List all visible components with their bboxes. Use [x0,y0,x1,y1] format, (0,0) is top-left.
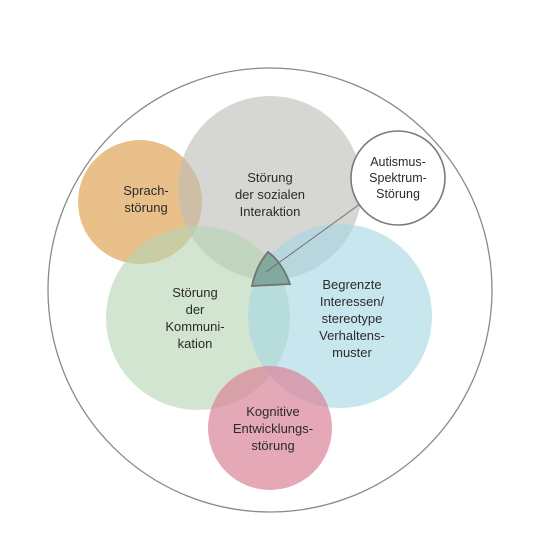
circle-begrenzte-interessen [248,224,432,408]
label-kommunikation: Störung der Kommuni- kation [165,285,225,351]
label-kognitive-entwicklungsstoerung: Kognitive Entwicklungs- störung [232,404,314,453]
core-intersection [250,250,292,287]
circle-kommunikation [106,226,290,410]
connector-line [265,195,372,273]
label-begrenzte-interessen: Begrenzte Interessen/ stereotype Verhalt… [319,277,385,360]
label-soziale-interaktion: Störung der sozialen Interaktion [234,170,306,219]
autismus-circle [350,130,446,226]
overlap-group [78,96,432,490]
circle-kognitive-entwicklungsstoerung [208,366,332,490]
label-sprachstoerung: Sprach- störung [123,183,169,215]
label-autismus-spektrum-stoerung: Autismus- Spektrum- Störung [369,155,427,201]
